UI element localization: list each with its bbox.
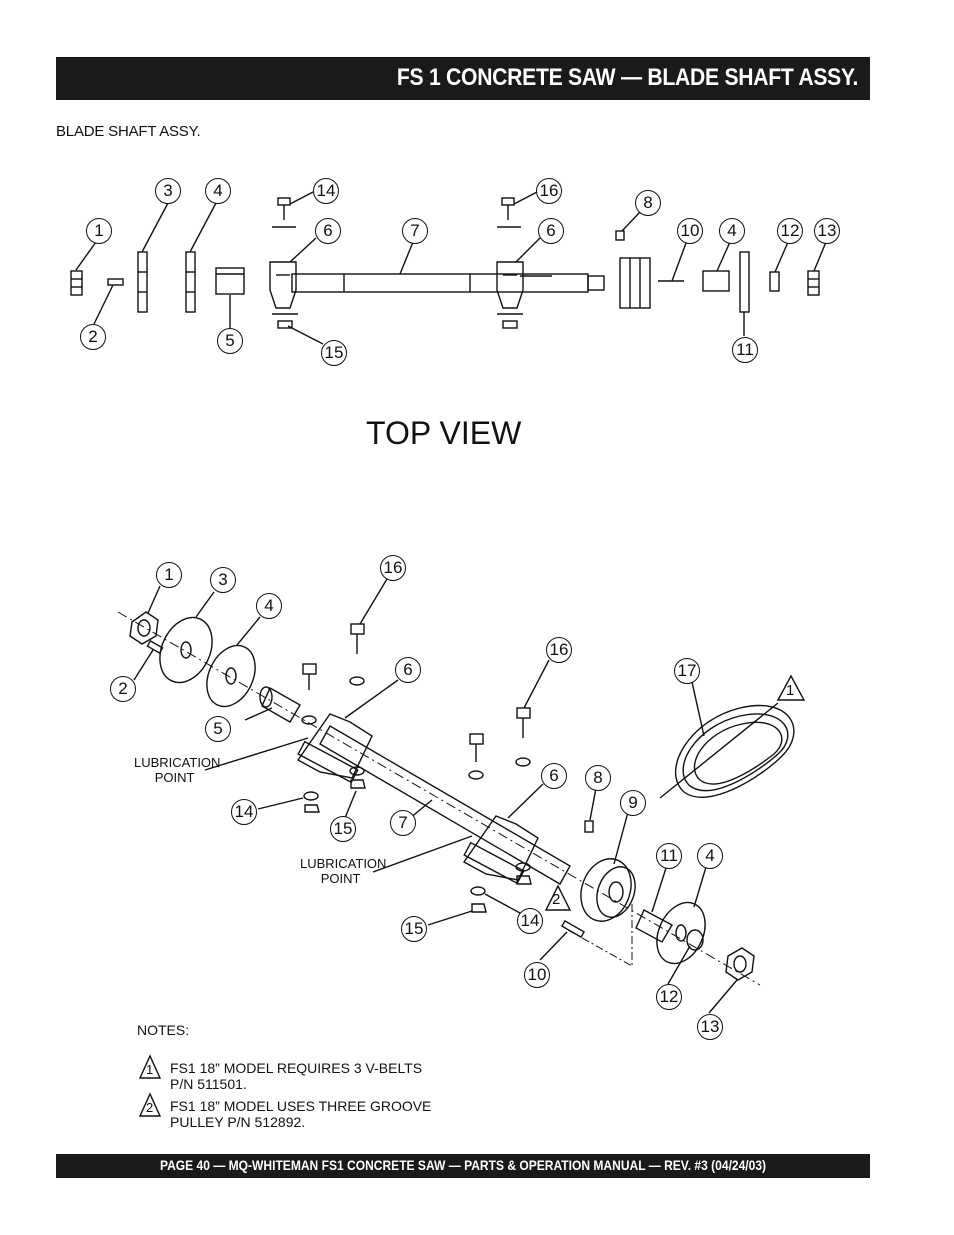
iso-part-6-bearing-left	[296, 713, 373, 779]
iso-callout-5: 5	[205, 716, 231, 742]
callout-4: 4	[205, 178, 231, 204]
callout-6b: 6	[538, 218, 564, 244]
iso-part-1-nut	[129, 611, 159, 645]
part-9-pulley	[619, 257, 651, 309]
delta-mark-2: 2	[552, 891, 561, 908]
part-2-pin	[107, 278, 124, 286]
iso-callout-15: 15	[330, 816, 356, 842]
lubrication-label-upper: LUBRICATION POINT	[134, 755, 221, 785]
note-2-number: 2	[146, 1100, 154, 1115]
iso-callout-11: 11	[656, 843, 682, 869]
iso-callout-4c: 4	[697, 843, 723, 869]
footer-text: PAGE 40 — MQ-WHITEMAN FS1 CONCRETE SAW —…	[159, 1157, 767, 1173]
callout-5: 5	[217, 328, 243, 354]
part-3-flange	[137, 251, 148, 313]
iso-part-3-flange	[159, 616, 213, 684]
callout-3: 3	[155, 178, 181, 204]
iso-callout-4: 4	[256, 593, 282, 619]
iso-part-4-flange	[206, 644, 256, 708]
part-7-shaft	[291, 273, 589, 293]
iso-callout-8: 8	[585, 765, 611, 791]
callout-12: 12	[777, 218, 803, 244]
part-6-bearing-right	[496, 261, 524, 309]
part-4-flange	[185, 251, 196, 313]
iso-callout-16b: 16	[546, 637, 572, 663]
callout-4b: 4	[719, 218, 745, 244]
note-2: FS1 18” MODEL USES THREE GROOVE PULLEY P…	[170, 1098, 432, 1130]
page-header: FS 1 CONCRETE SAW — BLADE SHAFT ASSY.	[56, 57, 870, 100]
iso-callout-15b: 15	[401, 916, 427, 942]
delta-mark-1: 1	[786, 682, 795, 699]
iso-part-9-pulley	[580, 858, 632, 922]
iso-part-17-belts	[674, 704, 795, 798]
section-subtitle: BLADE SHAFT ASSY.	[56, 123, 201, 140]
iso-callout-14: 14	[231, 799, 257, 825]
callout-1: 1	[86, 218, 112, 244]
iso-part-6-bearing-right	[462, 815, 539, 881]
iso-callout-10: 10	[524, 962, 550, 988]
iso-callout-12: 12	[656, 984, 682, 1010]
iso-callout-16: 16	[380, 555, 406, 581]
page-footer: PAGE 40 — MQ-WHITEMAN FS1 CONCRETE SAW —…	[56, 1154, 870, 1178]
part-5-spacer	[215, 267, 245, 295]
callout-6: 6	[315, 218, 341, 244]
iso-callout-1: 1	[156, 562, 182, 588]
iso-callout-9: 9	[620, 790, 646, 816]
callout-13: 13	[814, 218, 840, 244]
part-6-bearing-left	[269, 261, 297, 309]
top-view-label: TOP VIEW	[366, 415, 522, 451]
iso-callout-2: 2	[110, 676, 136, 702]
iso-callout-7: 7	[390, 810, 416, 836]
callout-15: 15	[321, 340, 347, 366]
iso-callout-13: 13	[697, 1014, 723, 1040]
iso-callout-6b: 6	[541, 763, 567, 789]
iso-part-7-shaft	[319, 725, 571, 885]
part-1-nut	[70, 270, 83, 296]
callout-2: 2	[80, 324, 106, 350]
lubrication-label-lower: LUBRICATION POINT	[300, 856, 387, 886]
iso-callout-17: 17	[674, 658, 700, 684]
callout-14: 14	[313, 178, 339, 204]
callout-10: 10	[677, 218, 703, 244]
note-1-number: 1	[146, 1062, 154, 1077]
page-title: FS 1 CONCRETE SAW — BLADE SHAFT ASSY.	[396, 64, 858, 91]
notes-title: NOTES:	[137, 1022, 190, 1038]
callout-7: 7	[402, 218, 428, 244]
iso-callout-6: 6	[395, 657, 421, 683]
callout-8: 8	[635, 190, 661, 216]
callout-16: 16	[536, 178, 562, 204]
iso-callout-3: 3	[210, 567, 236, 593]
note-1: FS1 18” MODEL REQUIRES 3 V-BELTS P/N 511…	[170, 1060, 423, 1092]
iso-callout-14b: 14	[517, 908, 543, 934]
callout-11: 11	[732, 337, 758, 363]
